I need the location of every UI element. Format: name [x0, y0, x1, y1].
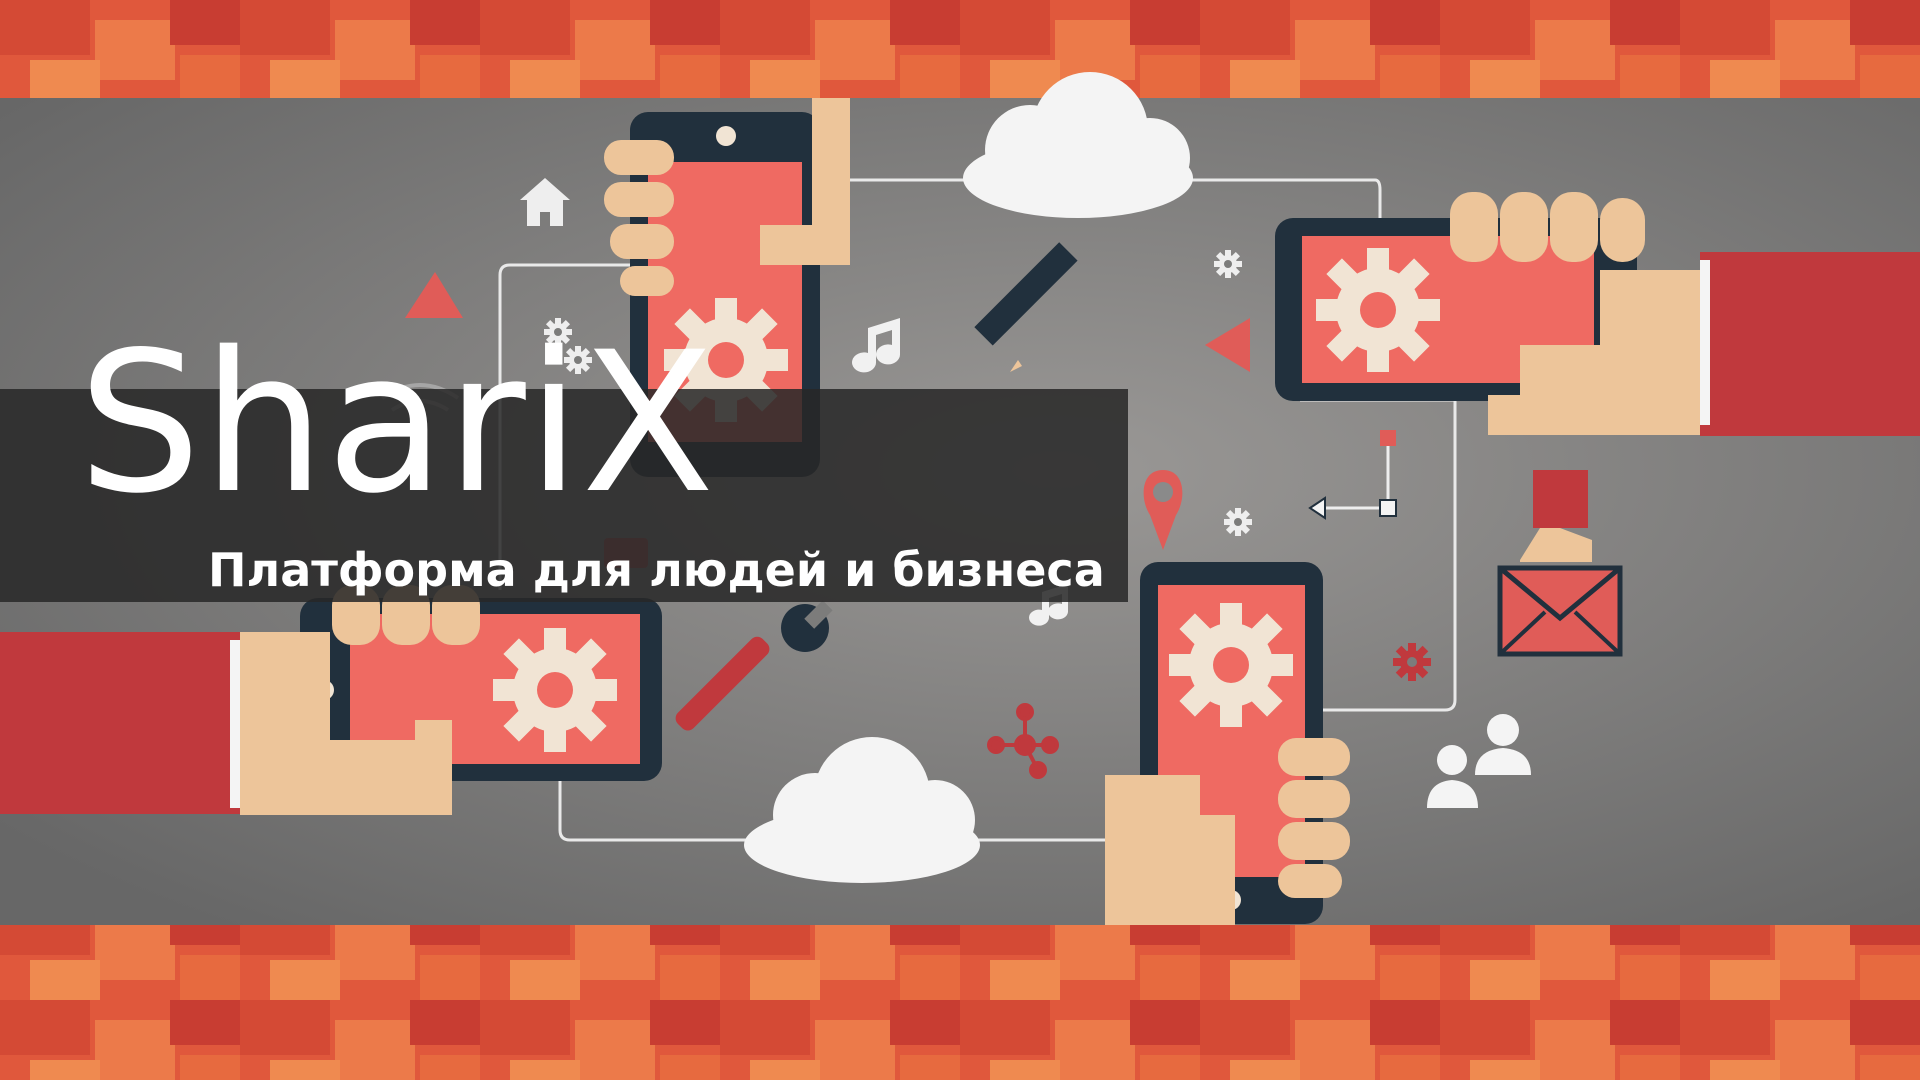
phone-right: [1275, 192, 1920, 436]
cloud-icon: [963, 72, 1193, 218]
home-icon: [520, 178, 570, 226]
painted-background-bottom: [0, 925, 1920, 1080]
gear-icon: [1214, 250, 1242, 278]
gear-icon: [1224, 508, 1252, 536]
connector-lines: [498, 178, 1457, 842]
triangle-icon: [1205, 318, 1250, 372]
pencil-icon: [974, 242, 1078, 372]
envelope-icon: [1497, 470, 1623, 657]
music-note-icon: [852, 318, 901, 373]
cloud-icon: [744, 737, 980, 883]
painted-background-top: [0, 0, 1920, 98]
phone-bottom: [1105, 562, 1350, 925]
brand-title: ShariX: [78, 310, 716, 536]
triangle-icon: [405, 272, 463, 318]
phone-left: [0, 585, 662, 815]
gear-icon: [1393, 643, 1431, 681]
map-pin-icon: [1143, 470, 1183, 550]
connector-diagram-icon: [1308, 430, 1397, 520]
molecule-icon: [987, 703, 1059, 779]
wrench-icon: [675, 600, 833, 731]
people-icon: [1427, 714, 1531, 808]
title-band: [0, 389, 1128, 602]
brand-tagline: Платформа для людей и бизнеса: [208, 543, 1105, 597]
